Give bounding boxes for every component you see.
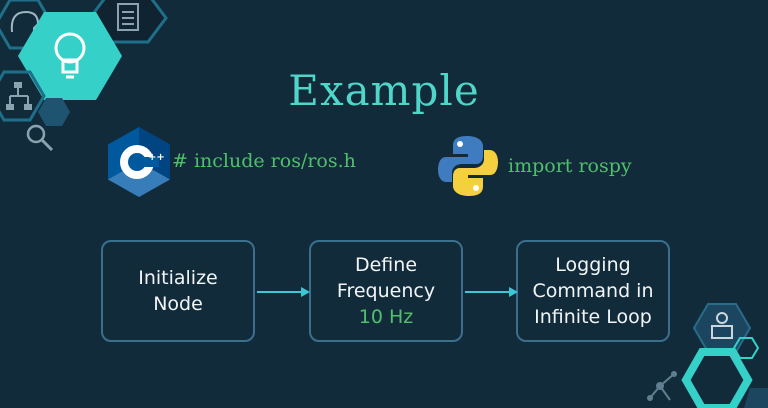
step-text: Define: [354, 254, 418, 276]
coder-icon: [692, 303, 752, 353]
step-initialize-node: Initialize Node: [101, 240, 255, 342]
flowchart-icon: [0, 70, 46, 122]
python-logo-icon: [438, 136, 498, 196]
cpp-include-text: # include ros/ros.h: [172, 150, 356, 172]
step-text: Logging: [555, 254, 631, 276]
step-text: Node: [153, 293, 203, 315]
arrow-1: [257, 287, 310, 297]
step-define-frequency: Define Frequency 10 Hz: [309, 240, 463, 342]
arrow-2: [465, 287, 518, 297]
frequency-value: 10 Hz: [358, 306, 414, 328]
magnifier-icon: [26, 124, 54, 152]
bottom-right-decoration: [647, 303, 768, 408]
python-import-text: import rospy: [508, 155, 632, 177]
step-text: Initialize: [138, 267, 218, 289]
step-logging-loop: Logging Command in Infinite Loop: [516, 240, 670, 342]
step-text: Frequency: [336, 280, 436, 302]
step-text: Command in: [532, 280, 654, 302]
network-icon: [647, 371, 677, 401]
lightbulb-icon: [18, 12, 122, 100]
cpp-logo-icon: ++: [108, 127, 170, 197]
cpp-logo-plus: ++: [148, 152, 165, 163]
slide-title: Example: [288, 66, 480, 115]
step-text: Infinite Loop: [534, 306, 652, 328]
top-left-decoration: [0, 0, 168, 152]
